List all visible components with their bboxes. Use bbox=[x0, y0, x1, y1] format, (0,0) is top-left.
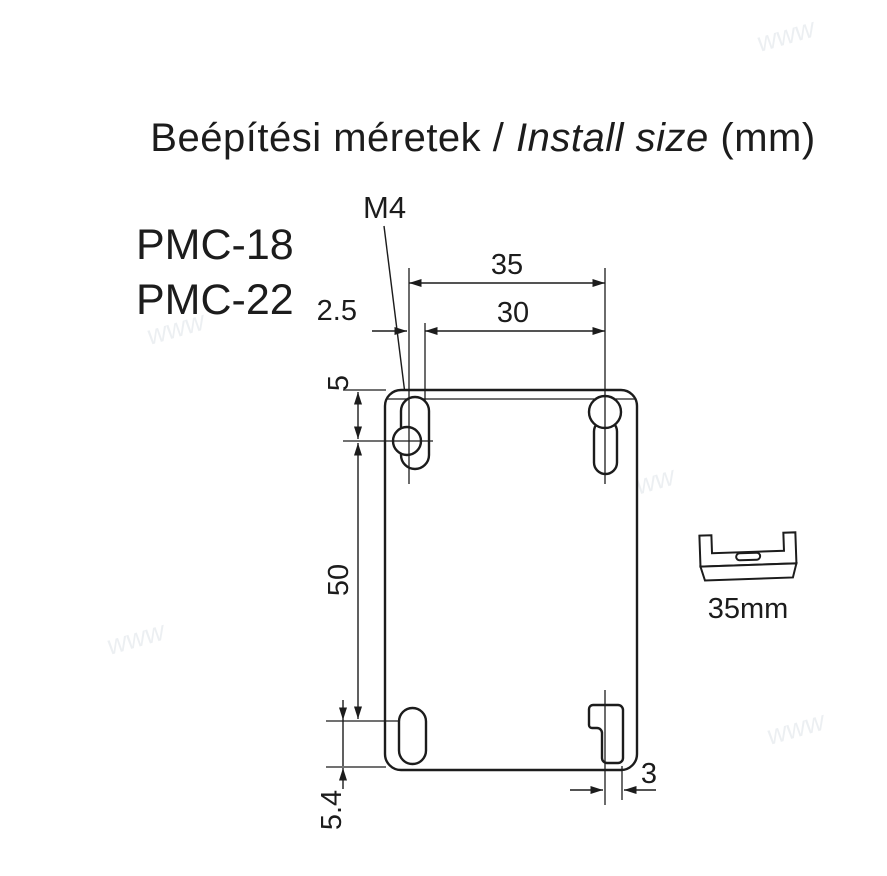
din-rail-icon bbox=[698, 531, 798, 582]
title-unit: (mm) bbox=[709, 116, 816, 160]
dim-label-35: 35 bbox=[491, 249, 523, 281]
mounting-plate bbox=[383, 388, 639, 772]
din-rail-front-face bbox=[699, 562, 798, 582]
thread-size-label: M4 bbox=[363, 190, 406, 225]
dimension-lines bbox=[339, 279, 656, 794]
watermark-text: www bbox=[763, 705, 829, 750]
page-title: Beépítési méretek / Install size (mm) bbox=[150, 116, 815, 160]
dim-label-3: 3 bbox=[641, 758, 657, 790]
m4-leader-line bbox=[383, 225, 407, 403]
slot-bottom-left bbox=[397, 706, 428, 766]
watermark-layer: www www www www www bbox=[103, 12, 829, 750]
watermark-text: www bbox=[753, 12, 819, 57]
dim-label-5-4: 5.4 bbox=[316, 790, 348, 830]
title-english: Install size bbox=[516, 116, 709, 160]
model-label-pmc18: PMC-18 bbox=[136, 221, 294, 269]
watermark-text: www bbox=[103, 615, 169, 660]
din-rail-profile bbox=[698, 531, 798, 568]
dim-label-30: 30 bbox=[497, 297, 529, 329]
rail-size-label: 35mm bbox=[708, 593, 789, 625]
title-hungarian: Beépítési méretek bbox=[150, 116, 481, 160]
dim-label-2-5: 2.5 bbox=[317, 295, 357, 327]
dim-label-5: 5 bbox=[323, 375, 355, 391]
extension-lines bbox=[326, 268, 623, 805]
slot-bottom-right-stepped bbox=[587, 703, 625, 765]
model-label-pmc22: PMC-22 bbox=[136, 276, 294, 324]
title-separator: / bbox=[481, 116, 516, 160]
plate-outline bbox=[383, 388, 639, 772]
dim-label-50: 50 bbox=[323, 564, 355, 596]
din-rail-slot bbox=[735, 551, 762, 562]
